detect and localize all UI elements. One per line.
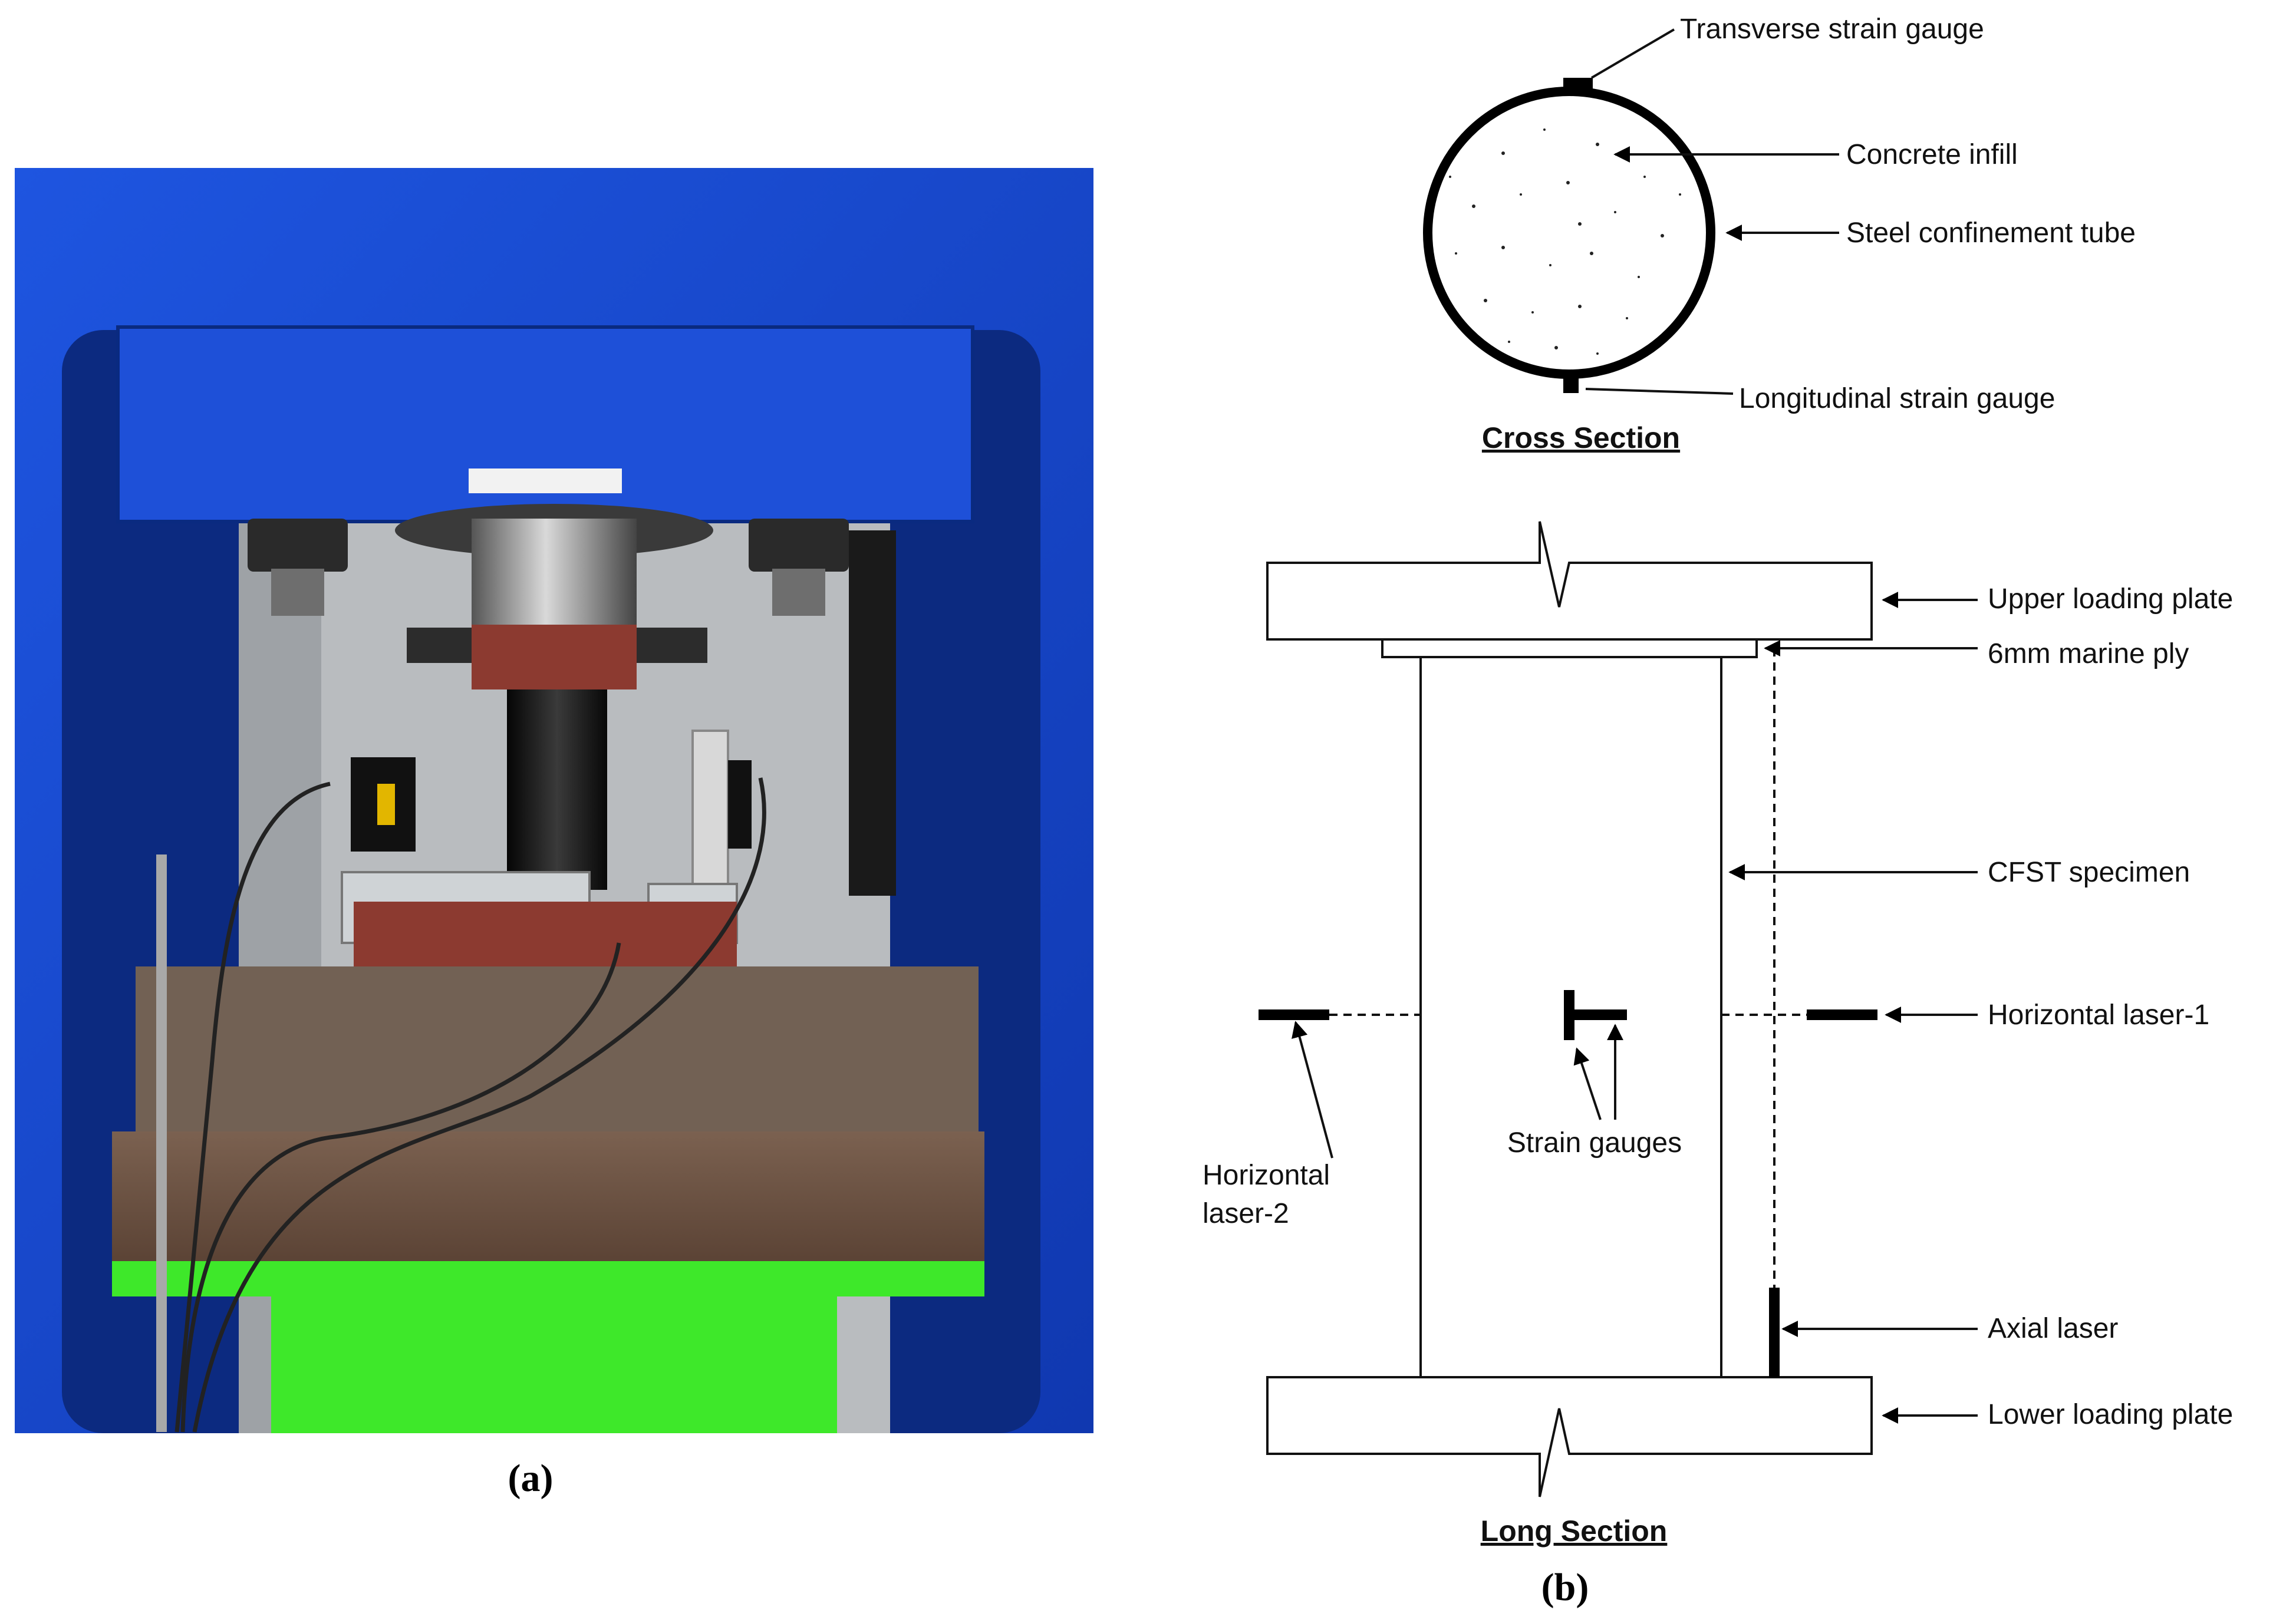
- label-horizontal-laser-2-line1: Horizontal: [1203, 1160, 1330, 1191]
- label-lower-loading-plate: Lower loading plate: [1988, 1399, 2233, 1430]
- upper-red-plate: [472, 625, 637, 689]
- panel-b-caption: (b): [1541, 1566, 1589, 1609]
- concrete-speckle: [1449, 128, 1681, 355]
- sensor-cable-1: [174, 781, 331, 1433]
- sensor-cable-2: [192, 777, 766, 1433]
- label-steel-confinement-tube: Steel confinement tube: [1846, 217, 2136, 249]
- bolt-left: [248, 519, 348, 572]
- laser-sensor-right: [691, 730, 729, 885]
- rod-stand: [156, 854, 167, 1432]
- lower-loading-plate: [1266, 1376, 1873, 1497]
- cross-section-title: Cross Section: [1482, 421, 1680, 454]
- long-section-title: Long Section: [1481, 1515, 1668, 1548]
- panel-a-caption: (a): [508, 1457, 554, 1500]
- label-concrete-infill: Concrete infill: [1846, 139, 2018, 170]
- transverse-gauge-mark: [1563, 78, 1593, 90]
- label-cfst-specimen: CFST specimen: [1988, 857, 2190, 888]
- steel-base: [112, 1131, 984, 1267]
- panel-b-schematic: Transverse strain gauge Concrete infill …: [1203, 14, 2233, 1609]
- green-support-column: [271, 1296, 837, 1433]
- label-horizontal-laser-1: Horizontal laser-1: [1988, 999, 2209, 1031]
- label-marine-ply: 6mm marine ply: [1988, 638, 2189, 669]
- panel-a-photo: (a): [15, 168, 1093, 1500]
- label-longitudinal-strain-gauge: Longitudinal strain gauge: [1739, 383, 2055, 414]
- green-support-beam: [112, 1261, 984, 1296]
- label-transverse-strain-gauge: Transverse strain gauge: [1680, 14, 1984, 45]
- label-axial-laser: Axial laser: [1988, 1313, 2118, 1344]
- hydraulic-ram: [472, 519, 637, 625]
- bolt-right: [749, 519, 849, 572]
- steel-base-top: [136, 966, 979, 1143]
- cfst-specimen-photo: [507, 689, 607, 890]
- label-upper-loading-plate: Upper loading plate: [1988, 583, 2233, 615]
- side-column-right: [849, 530, 896, 896]
- sensor-cable-3: [180, 942, 621, 1433]
- bolt-thread-right: [772, 569, 825, 616]
- bolt-thread-left: [271, 569, 324, 616]
- longitudinal-gauge-mark: [1563, 375, 1579, 393]
- laser-label: [377, 784, 395, 825]
- crosshead-label: [469, 468, 622, 493]
- cross-section: Transverse strain gauge Concrete infill …: [1423, 14, 2136, 454]
- laser-sensor-right-head: [728, 760, 752, 849]
- marine-ply: [1381, 638, 1758, 658]
- leader-strain-gauge-1: [1573, 1047, 1602, 1120]
- label-strain-gauges: Strain gauges: [1507, 1127, 1682, 1159]
- leader-longitudinal: [1585, 388, 1734, 395]
- leader-horizontal-laser-2: [1292, 1021, 1333, 1159]
- leader-transverse: [1590, 28, 1675, 79]
- upper-loading-plate: [1266, 521, 1873, 641]
- long-section: Upper loading plate 6mm marine ply CFST …: [1203, 521, 2233, 1548]
- steel-tube-circle: [1423, 87, 1715, 379]
- label-horizontal-laser-2-line2: laser-2: [1203, 1198, 1289, 1229]
